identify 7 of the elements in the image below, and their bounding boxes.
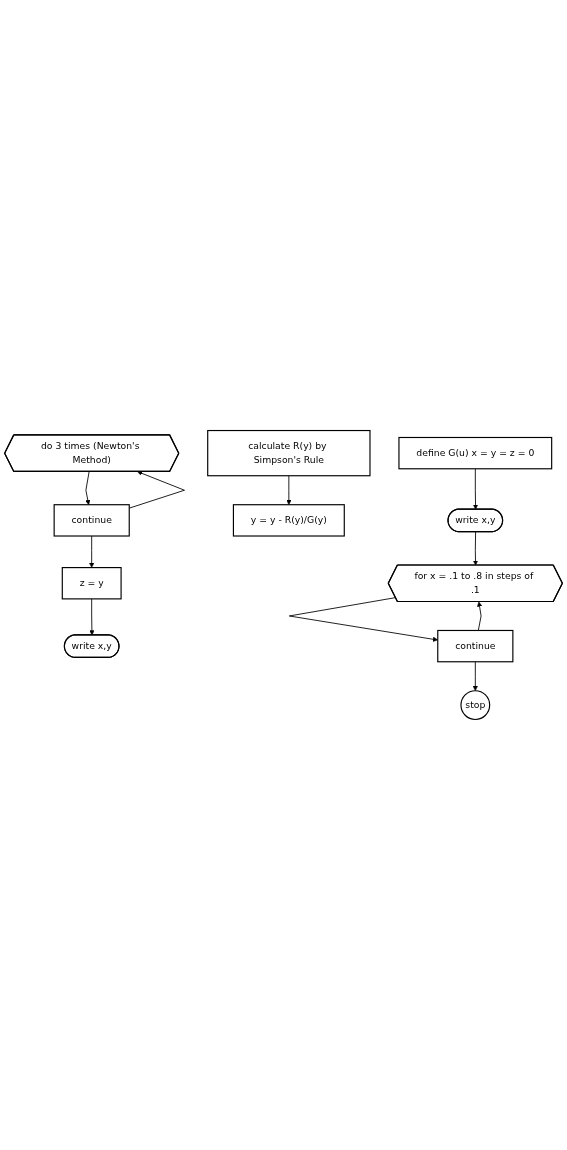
node-box: continue [53, 504, 130, 537]
node-box: calculate R(y) by Simpson's Rule [207, 429, 371, 477]
node-box: y = y - R(y)/G(y) [232, 504, 345, 537]
node-circle: stop [460, 690, 491, 721]
node-box: z = y [61, 567, 122, 600]
node-box: define G(u) x = y = z = 0 [398, 436, 553, 470]
node-box: continue [437, 629, 514, 663]
